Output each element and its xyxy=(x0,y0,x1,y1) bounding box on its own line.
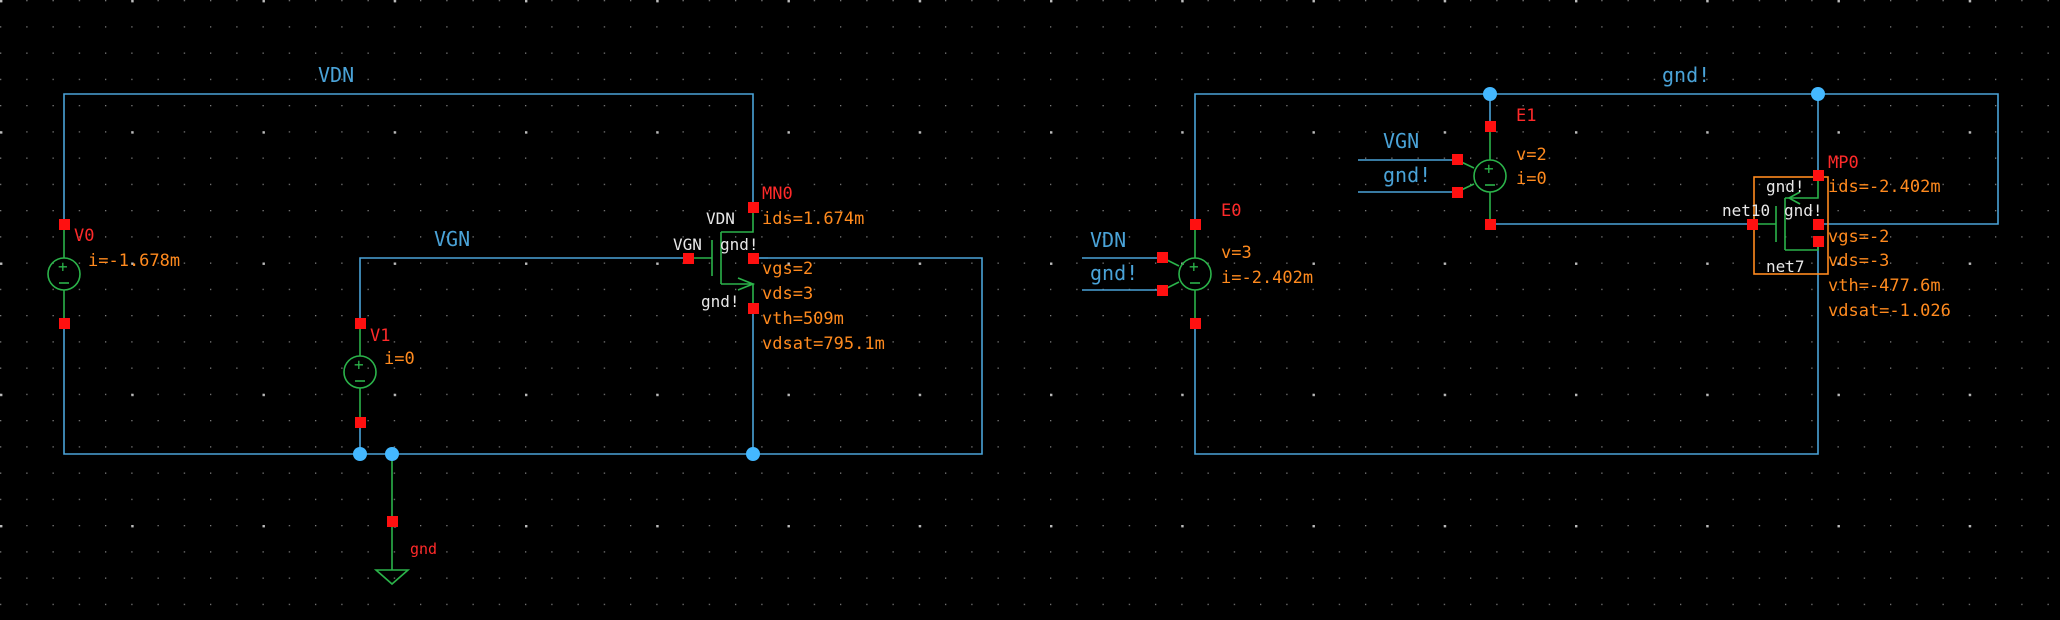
net-label-gnd: gnd! xyxy=(1662,63,1710,87)
mn0-ids: ids=1.674m xyxy=(762,209,864,229)
mn0-vds: vds=3 xyxy=(762,284,813,304)
wire-net-vgn[interactable] xyxy=(359,257,688,320)
mp0-vgs: vgs=-2 xyxy=(1828,227,1889,247)
mp0-bottom-net-label: net7 xyxy=(1766,257,1805,276)
voltage-source-v1[interactable]: + xyxy=(343,318,377,428)
wire-left-bottom[interactable] xyxy=(63,257,983,455)
mn0-drain-label: VDN xyxy=(706,209,735,228)
mp0-top-label: gnd! xyxy=(1766,177,1805,196)
nmos-transistor-mn0[interactable] xyxy=(683,202,759,314)
e1-pin-ctrl-plus xyxy=(1452,154,1463,165)
v1-current: i=0 xyxy=(384,349,415,369)
ground-instance-name: gnd xyxy=(410,540,437,558)
mn0-source-label: gnd! xyxy=(701,292,740,311)
e1-voltage: v=2 xyxy=(1516,145,1547,165)
mn0-vdsat: vdsat=795.1m xyxy=(762,334,885,354)
e1-ctrl-pos-label: VGN xyxy=(1383,129,1419,153)
wire-right-bottom[interactable] xyxy=(1194,241,1819,455)
mp0-pin-bottom xyxy=(1813,236,1824,247)
right-circuit: gnd! VDN gnd! VGN gnd! + E0 v=3 i=-2.402… xyxy=(1082,63,1999,455)
e0-ctrl-pos-label: VDN xyxy=(1090,228,1126,252)
vcvs-source-e1[interactable]: + xyxy=(1452,121,1507,230)
mn0-instance-name: MN0 xyxy=(762,184,793,204)
mp0-vth: vth=-477.6m xyxy=(1828,276,1941,296)
mp0-pin-bulk xyxy=(1813,219,1824,230)
ground-pin xyxy=(387,516,398,527)
vcvs-source-e0[interactable]: + xyxy=(1157,219,1212,329)
mp0-instance-name: MP0 xyxy=(1828,153,1859,173)
e0-instance-name: E0 xyxy=(1221,201,1241,221)
mn0-pin-source xyxy=(748,303,759,314)
e1-pin-plus xyxy=(1485,121,1496,132)
e1-pin-minus xyxy=(1485,219,1496,230)
left-circuit: VDN VGN + V0 i=-1.678m + V1 i=0 xyxy=(47,63,983,586)
v1-instance-name: V1 xyxy=(370,326,390,346)
mn0-bulk-label: gnd! xyxy=(720,235,759,254)
ground-symbol[interactable] xyxy=(373,454,411,586)
e0-pin-ctrl-minus xyxy=(1157,285,1168,296)
e1-current: i=0 xyxy=(1516,169,1547,189)
e1-ctrl-neg-label: gnd! xyxy=(1383,163,1431,187)
v1-pin-minus xyxy=(355,417,366,428)
mn0-vth: vth=509m xyxy=(762,309,844,329)
mp0-pin-top xyxy=(1813,170,1824,181)
net-label-vgn: VGN xyxy=(434,227,470,251)
wire-net-vdn[interactable] xyxy=(63,93,754,224)
mp0-bulk-label: gnd! xyxy=(1784,201,1823,220)
e0-voltage: v=3 xyxy=(1221,243,1252,263)
net-label-vdn: VDN xyxy=(318,63,354,87)
v1-pin-plus xyxy=(355,318,366,329)
mn0-pin-gate xyxy=(683,253,694,264)
junction-dot xyxy=(385,447,399,461)
wire-net-gnd-top[interactable] xyxy=(1194,93,1999,225)
e0-ctrl-neg-label: gnd! xyxy=(1090,261,1138,285)
mp0-vdsat: vdsat=-1.026 xyxy=(1828,301,1951,321)
mn0-vgs: vgs=2 xyxy=(762,259,813,279)
v0-pin-minus xyxy=(59,318,70,329)
junction-dot xyxy=(1811,87,1825,101)
mn0-pin-drain xyxy=(748,202,759,213)
e1-pin-ctrl-minus xyxy=(1452,187,1463,198)
e0-current: i=-2.402m xyxy=(1221,268,1313,288)
v0-instance-name: V0 xyxy=(74,226,94,246)
voltage-source-v0[interactable]: + xyxy=(47,219,81,329)
e0-pin-ctrl-plus xyxy=(1157,252,1168,263)
mp0-gate-net-label: net10 xyxy=(1722,201,1770,220)
junction-dot xyxy=(353,447,367,461)
mp0-vds: vds=-3 xyxy=(1828,251,1889,271)
junction-dot xyxy=(746,447,760,461)
junction-dot xyxy=(1483,87,1497,101)
svg-text:+: + xyxy=(58,257,68,276)
svg-text:+: + xyxy=(1484,159,1494,178)
e0-pin-plus xyxy=(1190,219,1201,230)
mn0-gate-label: VGN xyxy=(673,235,702,254)
mp0-ids: ids=-2.402m xyxy=(1828,177,1941,197)
e0-pin-minus xyxy=(1190,318,1201,329)
pmos-transistor-mp0[interactable] xyxy=(1747,170,1824,251)
mn0-pin-bulk xyxy=(748,253,759,264)
v0-pin-plus xyxy=(59,219,70,230)
svg-text:+: + xyxy=(1189,257,1199,276)
v0-current: i=-1.678m xyxy=(88,251,180,271)
e1-instance-name: E1 xyxy=(1516,106,1536,126)
mp0-pin-gate xyxy=(1747,219,1758,230)
svg-text:+: + xyxy=(354,355,364,374)
